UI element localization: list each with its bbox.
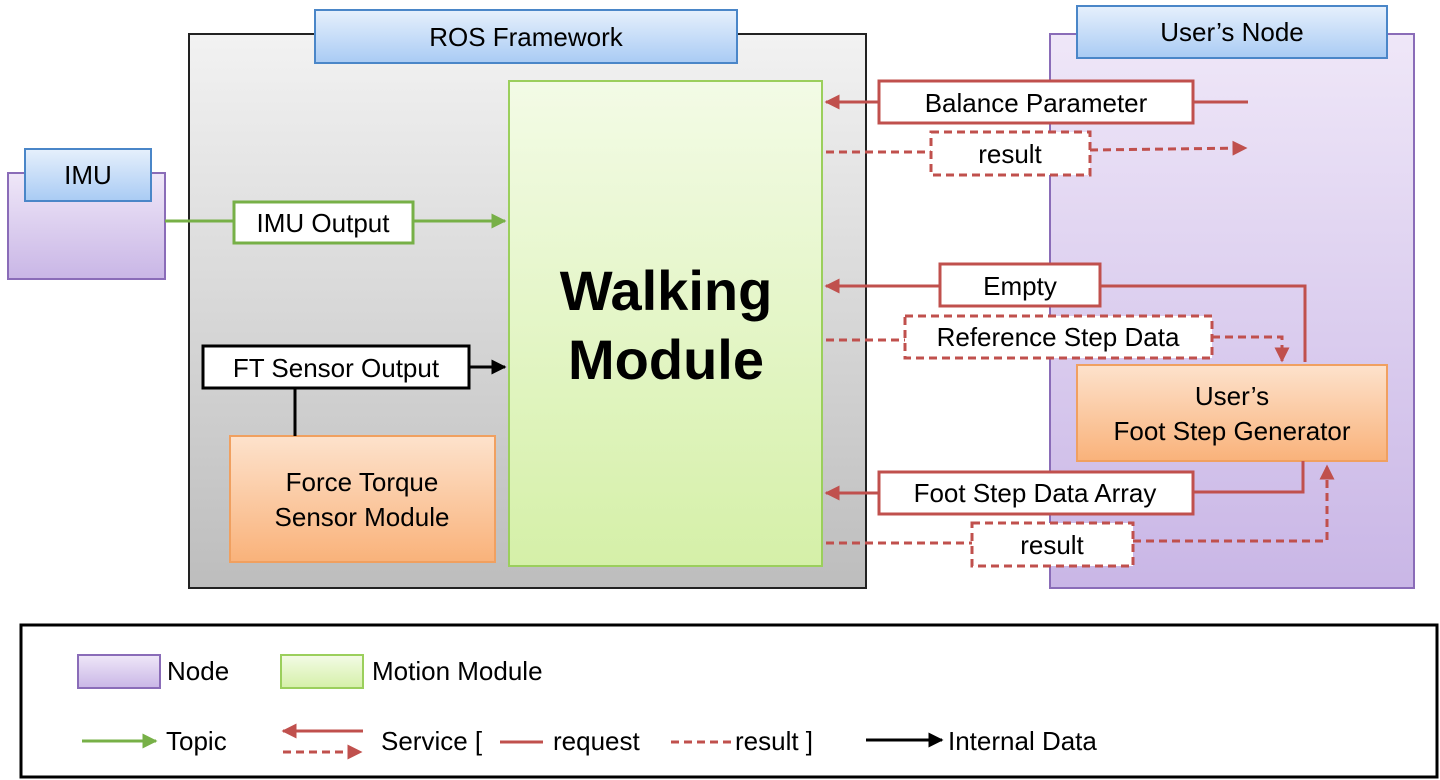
foot-step-data-array-label: Foot Step Data Array xyxy=(914,478,1157,508)
ft-module-line2: Sensor Module xyxy=(275,502,450,532)
reference-arrow xyxy=(1212,335,1290,363)
ros-framework-header xyxy=(314,9,738,64)
walking-module-line2: Module xyxy=(568,328,764,391)
imu-title: IMU xyxy=(64,160,112,190)
imu-output-box xyxy=(232,200,415,245)
reference-step-data-box xyxy=(903,314,1214,360)
balance-parameter-label: Balance Parameter xyxy=(925,88,1148,118)
result-top-arrow xyxy=(1089,140,1248,156)
result-top-box xyxy=(929,130,1092,177)
balance-parameter-box xyxy=(877,79,1195,125)
generator-line2: Foot Step Generator xyxy=(1113,416,1350,446)
result-top-label: result xyxy=(978,139,1042,169)
legend-motion-swatch xyxy=(280,654,364,689)
foot-step-request-line xyxy=(1193,461,1305,494)
reference-step-data-label: Reference Step Data xyxy=(937,322,1180,352)
walking-module-line1: Walking xyxy=(560,259,773,322)
imu-header xyxy=(24,148,152,202)
legend-node-swatch xyxy=(77,654,161,689)
legend-frame xyxy=(19,623,1439,779)
ft-module-line1: Force Torque xyxy=(286,467,439,497)
empty-label: Empty xyxy=(983,271,1057,301)
empty-box xyxy=(938,262,1102,308)
foot-step-data-array-box xyxy=(877,470,1195,516)
force-torque-sensor-module xyxy=(229,435,496,563)
generator-line1: User’s xyxy=(1195,381,1269,411)
result-bottom-label: result xyxy=(1020,530,1084,560)
imu-output-label: IMU Output xyxy=(257,208,391,238)
legend-result-label: result ] xyxy=(735,726,813,756)
result-bottom-box xyxy=(970,521,1135,568)
legend-internal-label: Internal Data xyxy=(948,726,1097,756)
walking-module xyxy=(508,80,823,567)
legend-motion-label: Motion Module xyxy=(372,656,543,686)
legend-request-label: request xyxy=(553,726,640,756)
ros-framework-title: ROS Framework xyxy=(429,22,624,52)
legend-topic-label: Topic xyxy=(166,726,227,756)
user-node-title: User’s Node xyxy=(1160,17,1304,47)
ft-sensor-output-label: FT Sensor Output xyxy=(233,353,440,383)
ft-sensor-output-box xyxy=(201,344,471,390)
legend-service-label: Service [ xyxy=(381,726,483,756)
legend-node-label: Node xyxy=(167,656,229,686)
user-node-header xyxy=(1076,5,1388,59)
foot-step-generator xyxy=(1076,364,1388,462)
empty-request-line xyxy=(1100,284,1307,362)
